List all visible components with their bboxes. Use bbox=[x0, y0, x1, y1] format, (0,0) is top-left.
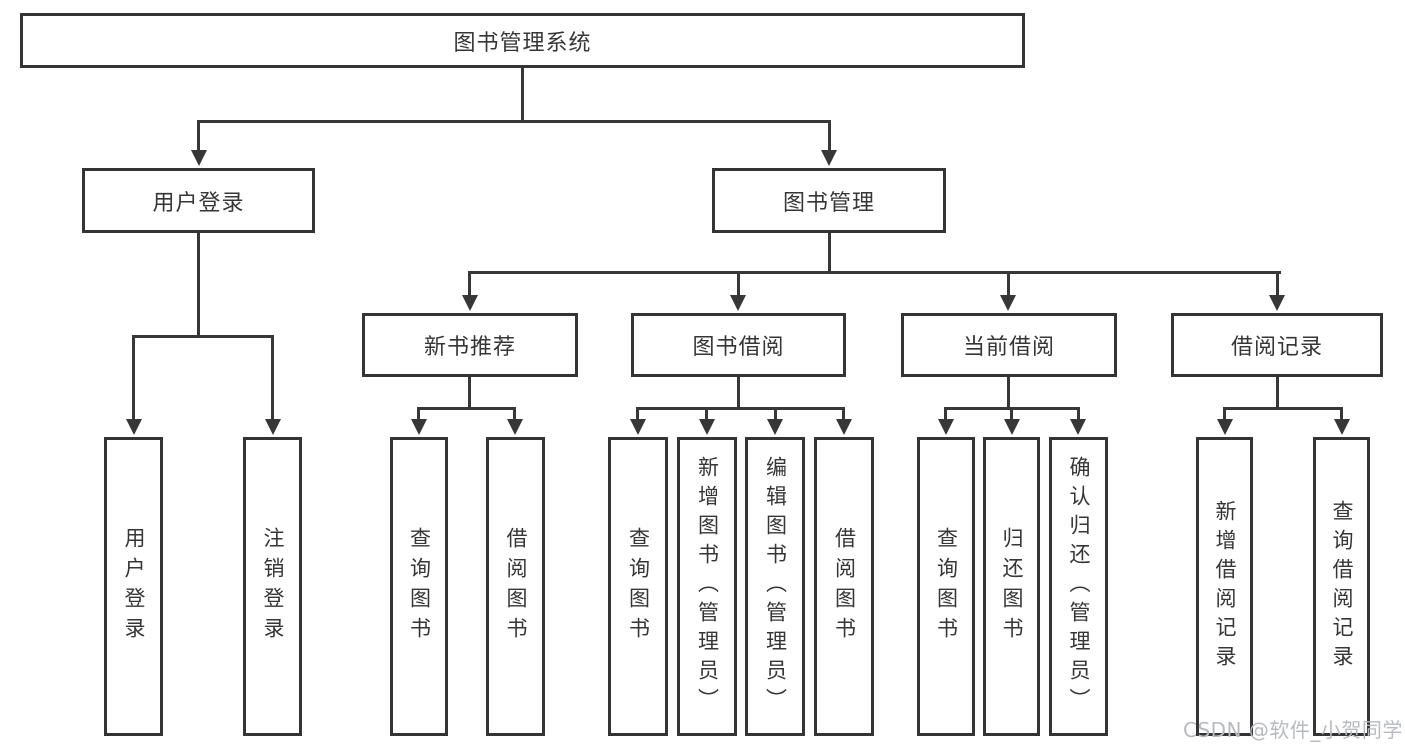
leaf-edit-books-admin: 编辑图书（管理员） bbox=[745, 437, 805, 736]
leaf-label: 确认归还（管理员） bbox=[1067, 456, 1091, 717]
connector-g2-stem-3 bbox=[774, 407, 777, 421]
leaf-borrow-books-recommend: 借阅图书 bbox=[486, 437, 545, 736]
leaf-query-borrow-record: 查询借阅记录 bbox=[1313, 437, 1370, 736]
leaf-label: 查询图书 bbox=[626, 526, 651, 647]
arrow-down-icon bbox=[699, 419, 715, 435]
arrow-down-icon bbox=[126, 419, 142, 435]
arrow-down-icon bbox=[265, 419, 281, 435]
leaf-borrow-books: 借阅图书 bbox=[814, 437, 874, 736]
connector-g4-rail bbox=[1223, 407, 1343, 410]
connector-g1-trunk bbox=[468, 377, 471, 409]
connector-g4-stem-2 bbox=[1340, 407, 1343, 421]
connector-g3-trunk bbox=[1007, 377, 1010, 409]
connector-g1-rail bbox=[417, 407, 516, 410]
leaf-label: 借阅图书 bbox=[832, 526, 857, 647]
csdn-watermark: CSDN @软件_小贺同学 bbox=[1183, 718, 1403, 742]
node-new-book-recommend: 新书推荐 bbox=[362, 313, 578, 377]
leaf-logout: 注销登录 bbox=[243, 437, 302, 736]
connector-g3-stem-3 bbox=[1077, 407, 1080, 421]
connector-user-login-rail bbox=[132, 335, 274, 338]
connector-stem-user-login bbox=[197, 120, 200, 154]
arrow-down-icon bbox=[1269, 295, 1285, 311]
node-book-borrowing: 图书借阅 bbox=[631, 313, 846, 377]
connector-stem-current-borrow bbox=[1007, 271, 1010, 297]
arrow-down-icon bbox=[1070, 419, 1086, 435]
leaf-label: 编辑图书（管理员） bbox=[763, 456, 788, 717]
connector-g3-stem-1 bbox=[944, 407, 947, 421]
arrow-down-icon bbox=[1334, 419, 1350, 435]
arrow-down-icon bbox=[821, 150, 837, 166]
connector-g4-trunk bbox=[1276, 377, 1279, 409]
arrow-down-icon bbox=[462, 295, 478, 311]
connector-book-mgmt-rail bbox=[468, 271, 1281, 274]
node-label: 图书管理系统 bbox=[453, 30, 592, 56]
node-label: 新书推荐 bbox=[423, 335, 516, 360]
node-label: 图书借阅 bbox=[692, 335, 785, 360]
connector-root-trunk bbox=[521, 68, 524, 123]
connector-user-login-trunk bbox=[197, 233, 200, 337]
node-label: 当前借阅 bbox=[962, 335, 1055, 360]
connector-stem-logout-leaf bbox=[271, 335, 274, 421]
connector-stem-new-book-rec bbox=[468, 271, 471, 297]
arrow-down-icon bbox=[507, 419, 523, 435]
arrow-down-icon bbox=[730, 295, 746, 311]
leaf-query-books-recommend: 查询图书 bbox=[390, 437, 448, 736]
leaf-user-login: 用户登录 bbox=[104, 437, 163, 736]
arrow-down-icon bbox=[938, 419, 954, 435]
leaf-label: 归还图书 bbox=[1000, 526, 1024, 647]
arrow-down-icon bbox=[836, 419, 852, 435]
node-user-login: 用户登录 bbox=[82, 168, 315, 233]
leaf-query-books-current: 查询图书 bbox=[917, 437, 975, 736]
connector-stem-book-borrow bbox=[737, 271, 740, 297]
connector-stem-login-leaf bbox=[132, 335, 135, 421]
leaf-query-books-borrow: 查询图书 bbox=[608, 437, 668, 736]
arrow-down-icon bbox=[1000, 295, 1016, 311]
node-current-borrowing: 当前借阅 bbox=[901, 313, 1117, 377]
connector-g4-stem-1 bbox=[1223, 407, 1226, 421]
arrow-down-icon bbox=[767, 419, 783, 435]
connector-book-mgmt-trunk bbox=[828, 233, 831, 273]
leaf-label: 新增图书（管理员） bbox=[695, 456, 720, 717]
leaf-label: 查询图书 bbox=[407, 526, 432, 647]
connector-g1-stem-1 bbox=[417, 407, 420, 421]
arrow-down-icon bbox=[1217, 419, 1233, 435]
node-label: 用户登录 bbox=[152, 190, 245, 216]
arrow-down-icon bbox=[1004, 419, 1020, 435]
leaf-label: 查询图书 bbox=[934, 526, 959, 647]
leaf-add-books-admin: 新增图书（管理员） bbox=[677, 437, 737, 736]
connector-root-rail bbox=[197, 120, 831, 123]
leaf-label: 查询借阅记录 bbox=[1330, 499, 1354, 674]
node-borrowing-records: 借阅记录 bbox=[1171, 313, 1383, 377]
arrow-down-icon bbox=[630, 419, 646, 435]
node-label: 借阅记录 bbox=[1230, 335, 1323, 360]
node-label: 图书管理 bbox=[782, 190, 875, 216]
connector-g2-trunk bbox=[737, 377, 740, 409]
leaf-return-books: 归还图书 bbox=[983, 437, 1040, 736]
leaf-confirm-return-admin: 确认归还（管理员） bbox=[1049, 437, 1108, 736]
connector-g3-stem-2 bbox=[1010, 407, 1013, 421]
leaf-label: 借阅图书 bbox=[504, 526, 528, 647]
node-library-management-system: 图书管理系统 bbox=[20, 13, 1025, 68]
node-book-management: 图书管理 bbox=[712, 168, 946, 233]
connector-g2-stem-2 bbox=[705, 407, 708, 421]
connector-stem-book-mgmt bbox=[828, 120, 831, 154]
leaf-label: 用户登录 bbox=[122, 526, 146, 647]
leaf-label: 新增借阅记录 bbox=[1213, 499, 1237, 674]
connector-g1-stem-2 bbox=[513, 407, 516, 421]
connector-g2-stem-1 bbox=[636, 407, 639, 421]
leaf-label: 注销登录 bbox=[261, 526, 285, 647]
connector-stem-borrow-records bbox=[1276, 271, 1279, 297]
arrow-down-icon bbox=[411, 419, 427, 435]
connector-g2-rail bbox=[636, 407, 845, 410]
arrow-down-icon bbox=[191, 150, 207, 166]
leaf-add-borrow-record: 新增借阅记录 bbox=[1196, 437, 1253, 736]
connector-g2-stem-4 bbox=[842, 407, 845, 421]
